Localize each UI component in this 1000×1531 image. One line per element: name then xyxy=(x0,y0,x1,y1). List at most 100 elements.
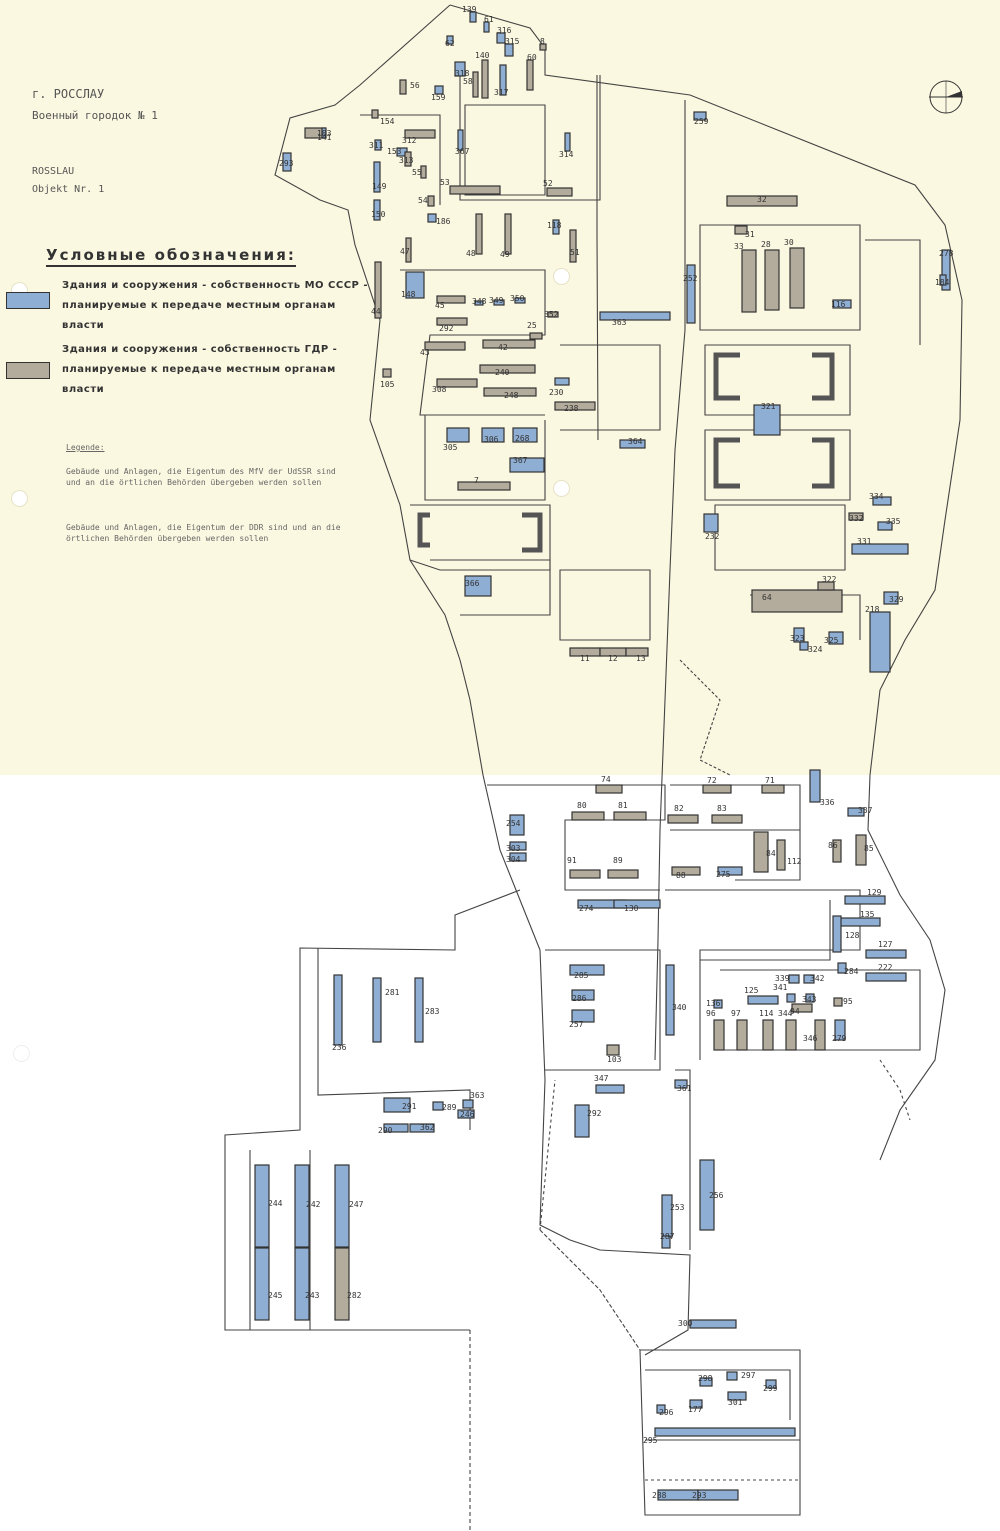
city-name-ru: г. РОССЛАУ xyxy=(32,87,105,101)
punch-hole xyxy=(553,268,570,285)
building-325 xyxy=(828,631,844,645)
building-label: 82 xyxy=(674,804,684,813)
building-248 xyxy=(483,387,537,397)
building-275 xyxy=(717,866,743,876)
building-130 xyxy=(613,899,661,909)
building-136 xyxy=(713,999,723,1009)
legend-swatch-gdr xyxy=(6,362,50,379)
building-label: 8 xyxy=(540,37,545,46)
building-label: 30 xyxy=(784,238,794,247)
building-95 xyxy=(833,997,843,1007)
building-label: 80 xyxy=(577,801,587,810)
building-label: 364 xyxy=(628,437,643,446)
building-31 xyxy=(734,225,748,235)
building-289 xyxy=(432,1101,444,1111)
building-339 xyxy=(788,974,800,984)
building-335 xyxy=(877,521,893,531)
building-label: 43 xyxy=(420,348,430,357)
building-label: 232 xyxy=(705,532,720,541)
building-292 xyxy=(436,317,468,326)
building-43 xyxy=(424,341,466,351)
building-label: 125 xyxy=(744,986,759,995)
building-28 xyxy=(764,249,780,311)
legend-item-soviet-de: Gebäude und Anlagen, die Eigentum des Mf… xyxy=(66,467,336,487)
building-268 xyxy=(512,427,538,443)
building-label: 308 xyxy=(432,385,447,394)
building-318 xyxy=(454,61,466,77)
building-label: 238 xyxy=(564,404,579,413)
building-label: 135 xyxy=(860,910,875,919)
building-label: 242 xyxy=(306,1200,321,1209)
building-323 xyxy=(793,627,805,643)
building-311 xyxy=(374,139,382,151)
building-245 xyxy=(254,1247,270,1321)
building-label: 11 xyxy=(580,654,590,663)
building-304 xyxy=(509,852,527,862)
building-label: 288 xyxy=(652,1491,667,1500)
building-301 xyxy=(727,1391,747,1401)
building-243 xyxy=(294,1247,310,1321)
building-label: 28 xyxy=(761,240,771,249)
building-label: 253 xyxy=(670,1203,685,1212)
building-363 xyxy=(462,1099,474,1109)
building-149 xyxy=(373,161,381,193)
building-321 xyxy=(753,404,781,436)
building-89 xyxy=(607,869,639,879)
building-30 xyxy=(789,247,805,309)
building-label: 91 xyxy=(567,856,577,865)
object-title-de: Objekt Nr. 1 xyxy=(32,184,105,195)
building-label: 313 xyxy=(399,156,414,165)
building-label: 62 xyxy=(445,39,455,48)
building-303 xyxy=(509,841,527,851)
building-363 xyxy=(599,311,671,321)
building-label: 278 xyxy=(939,249,954,258)
building-label: 103 xyxy=(607,1055,622,1064)
building-label: 300 xyxy=(678,1319,693,1328)
building-49 xyxy=(504,213,512,255)
building-329 xyxy=(883,591,899,605)
building-label: 279 xyxy=(832,1034,847,1043)
building-label: 343 xyxy=(802,995,817,1004)
legend-title-ru: Условные обозначения: xyxy=(46,246,296,267)
building-label: 337 xyxy=(858,806,873,815)
building-label: 293 xyxy=(692,1491,707,1500)
building-47 xyxy=(405,237,412,263)
building-293 xyxy=(282,152,292,172)
building-label: 245 xyxy=(268,1291,283,1300)
building-label: 136 xyxy=(706,999,721,1008)
building-label: 32 xyxy=(757,195,767,204)
building-58 xyxy=(472,71,479,98)
building-label: 348 xyxy=(472,297,487,306)
building-74 xyxy=(595,784,623,794)
building-293 xyxy=(697,1489,739,1501)
building-346 xyxy=(814,1019,826,1051)
building-label: 139 xyxy=(462,5,477,14)
building-44 xyxy=(374,261,382,319)
building-label: 61 xyxy=(484,15,494,24)
building-349 xyxy=(493,299,505,306)
building-148 xyxy=(405,271,425,299)
building-label: 298 xyxy=(698,1374,713,1383)
building-label: 256 xyxy=(709,1191,724,1200)
building-label: 71 xyxy=(765,776,775,785)
courtyard-building-outlines xyxy=(417,352,835,553)
building-105 xyxy=(382,368,392,378)
building-label: 342 xyxy=(810,974,825,983)
building-label: 281 xyxy=(385,988,400,997)
building-label: 154 xyxy=(380,117,395,126)
punch-hole xyxy=(11,490,28,507)
building-287 xyxy=(661,1235,671,1249)
building-256 xyxy=(699,1159,715,1231)
building-label: 315 xyxy=(505,37,520,46)
building-label: 275 xyxy=(716,870,731,879)
building-label: 297 xyxy=(741,1371,756,1380)
building-label: 311 xyxy=(369,141,384,150)
north-arrow-icon xyxy=(929,80,963,114)
building-278 xyxy=(941,249,951,291)
building-364 xyxy=(619,439,646,449)
building-label: 95 xyxy=(843,997,853,1006)
building-label: 287 xyxy=(660,1232,675,1241)
building-300 xyxy=(689,1319,737,1329)
building-label: 116 xyxy=(831,300,846,309)
building-343 xyxy=(805,993,815,1003)
